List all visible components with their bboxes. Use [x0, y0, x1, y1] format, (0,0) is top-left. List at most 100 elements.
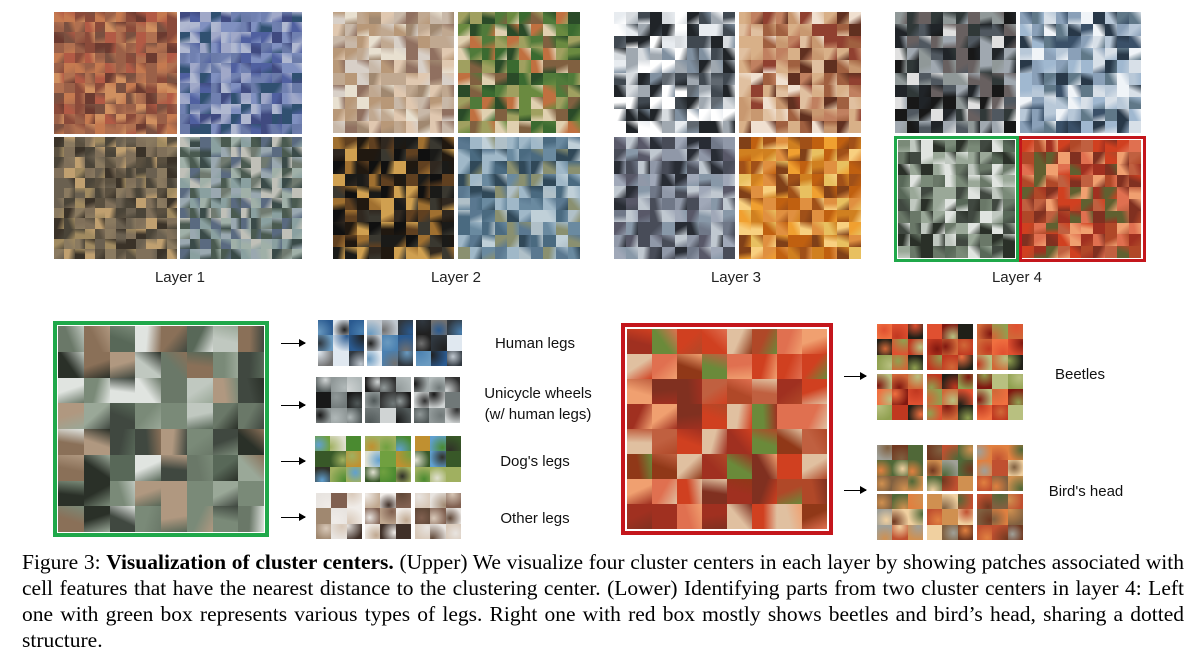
thumb-texture	[992, 509, 1008, 525]
patch-cell	[555, 12, 568, 25]
patch-cell	[84, 113, 95, 124]
patch-cell	[1045, 222, 1058, 235]
patch-cell	[909, 246, 922, 258]
patch-cell	[135, 326, 161, 352]
patch-cell	[907, 96, 920, 109]
patch-cell	[895, 108, 908, 121]
patch-cell	[135, 377, 161, 404]
patch-cell	[1044, 60, 1057, 73]
patch-cell	[1033, 140, 1046, 152]
patch-cell	[95, 123, 106, 134]
patch-cell	[74, 103, 85, 114]
patch-cell	[357, 24, 370, 37]
patch-cell	[333, 120, 346, 133]
thumb-texture	[877, 475, 893, 491]
patch-cell	[200, 123, 211, 134]
patch-cell	[281, 62, 292, 73]
patch-cell	[518, 222, 532, 235]
patch-cell	[824, 48, 837, 61]
patch-cell	[210, 137, 221, 148]
patch-cell	[1080, 24, 1093, 37]
patch-cell	[686, 48, 699, 61]
patch-cell	[271, 103, 282, 114]
patch-cell	[506, 210, 519, 223]
patch-cell	[166, 62, 177, 73]
patch-cell	[751, 84, 764, 97]
patch-cell	[180, 208, 191, 219]
patch-cell	[251, 12, 262, 23]
thumb-texture	[1007, 324, 1023, 340]
patch-cell	[251, 103, 262, 114]
patch-cell	[369, 120, 382, 133]
patch-cell	[895, 120, 908, 133]
layer2-mosaic-1	[333, 12, 454, 133]
patch-cell	[763, 72, 776, 85]
patch-cell	[220, 42, 231, 53]
patch-cell	[1092, 72, 1105, 85]
thumb-texture	[892, 524, 908, 540]
patch-cell	[166, 113, 177, 124]
patch-cell	[543, 108, 556, 121]
thumb-texture	[318, 350, 334, 366]
patch-cell	[115, 52, 126, 63]
patch-cell	[345, 210, 358, 223]
patch-cell	[1093, 151, 1106, 164]
thumb-texture	[977, 494, 993, 510]
patch-cell	[955, 12, 968, 25]
patch-cell	[161, 377, 187, 404]
patch-cell	[919, 96, 932, 109]
patch-cell	[614, 161, 627, 174]
patch-cell	[74, 157, 85, 168]
patch-cell	[369, 24, 382, 37]
patch-cell	[1117, 222, 1130, 235]
patch-cell	[230, 52, 241, 63]
patch-cell	[638, 120, 651, 133]
patch-cell	[1069, 163, 1082, 176]
patch-cell	[799, 108, 813, 121]
layer3-mosaic-3	[614, 137, 735, 259]
patch-cell	[812, 84, 825, 97]
thumb-texture	[315, 436, 331, 452]
birds-head-thumb-3	[977, 445, 1023, 491]
patch-cell	[702, 504, 727, 529]
patch-cell	[1033, 199, 1046, 211]
patch-cell	[458, 210, 471, 223]
patch-cell	[105, 228, 116, 239]
patch-cell	[95, 103, 106, 114]
patch-cell	[241, 228, 252, 239]
patch-cell	[357, 246, 370, 259]
patch-cell	[614, 246, 627, 259]
patch-cell	[812, 234, 825, 247]
patch-cell	[241, 167, 252, 178]
patch-cell	[458, 185, 471, 198]
patch-cell	[333, 149, 346, 162]
patch-cell	[518, 173, 532, 186]
patch-cell	[531, 173, 544, 186]
patch-cell	[1093, 175, 1106, 188]
thumb-texture	[892, 460, 908, 476]
patch-cell	[441, 24, 454, 37]
patch-cell	[787, 108, 800, 121]
patch-cell	[357, 222, 370, 235]
patch-cell	[210, 248, 221, 259]
patch-cell	[824, 84, 837, 97]
thumb-texture	[892, 494, 908, 510]
dogs-legs-thumb-1	[315, 436, 361, 482]
patch-cell	[518, 48, 532, 61]
patch-cell	[727, 454, 752, 479]
patch-cell	[702, 479, 727, 504]
thumb-texture	[977, 524, 993, 540]
patch-cell	[146, 73, 157, 84]
patch-cell	[393, 96, 406, 109]
thumb-texture	[877, 354, 893, 370]
patch-cell	[943, 108, 956, 121]
thumb-texture	[395, 523, 411, 539]
patch-cell	[956, 151, 969, 164]
patch-cell	[1045, 151, 1058, 164]
patch-cell	[393, 72, 406, 85]
patch-cell	[674, 120, 687, 133]
patch-cell	[931, 24, 944, 37]
thumb-texture	[942, 509, 958, 525]
patch-cell	[919, 60, 932, 73]
patch-cell	[674, 96, 687, 109]
